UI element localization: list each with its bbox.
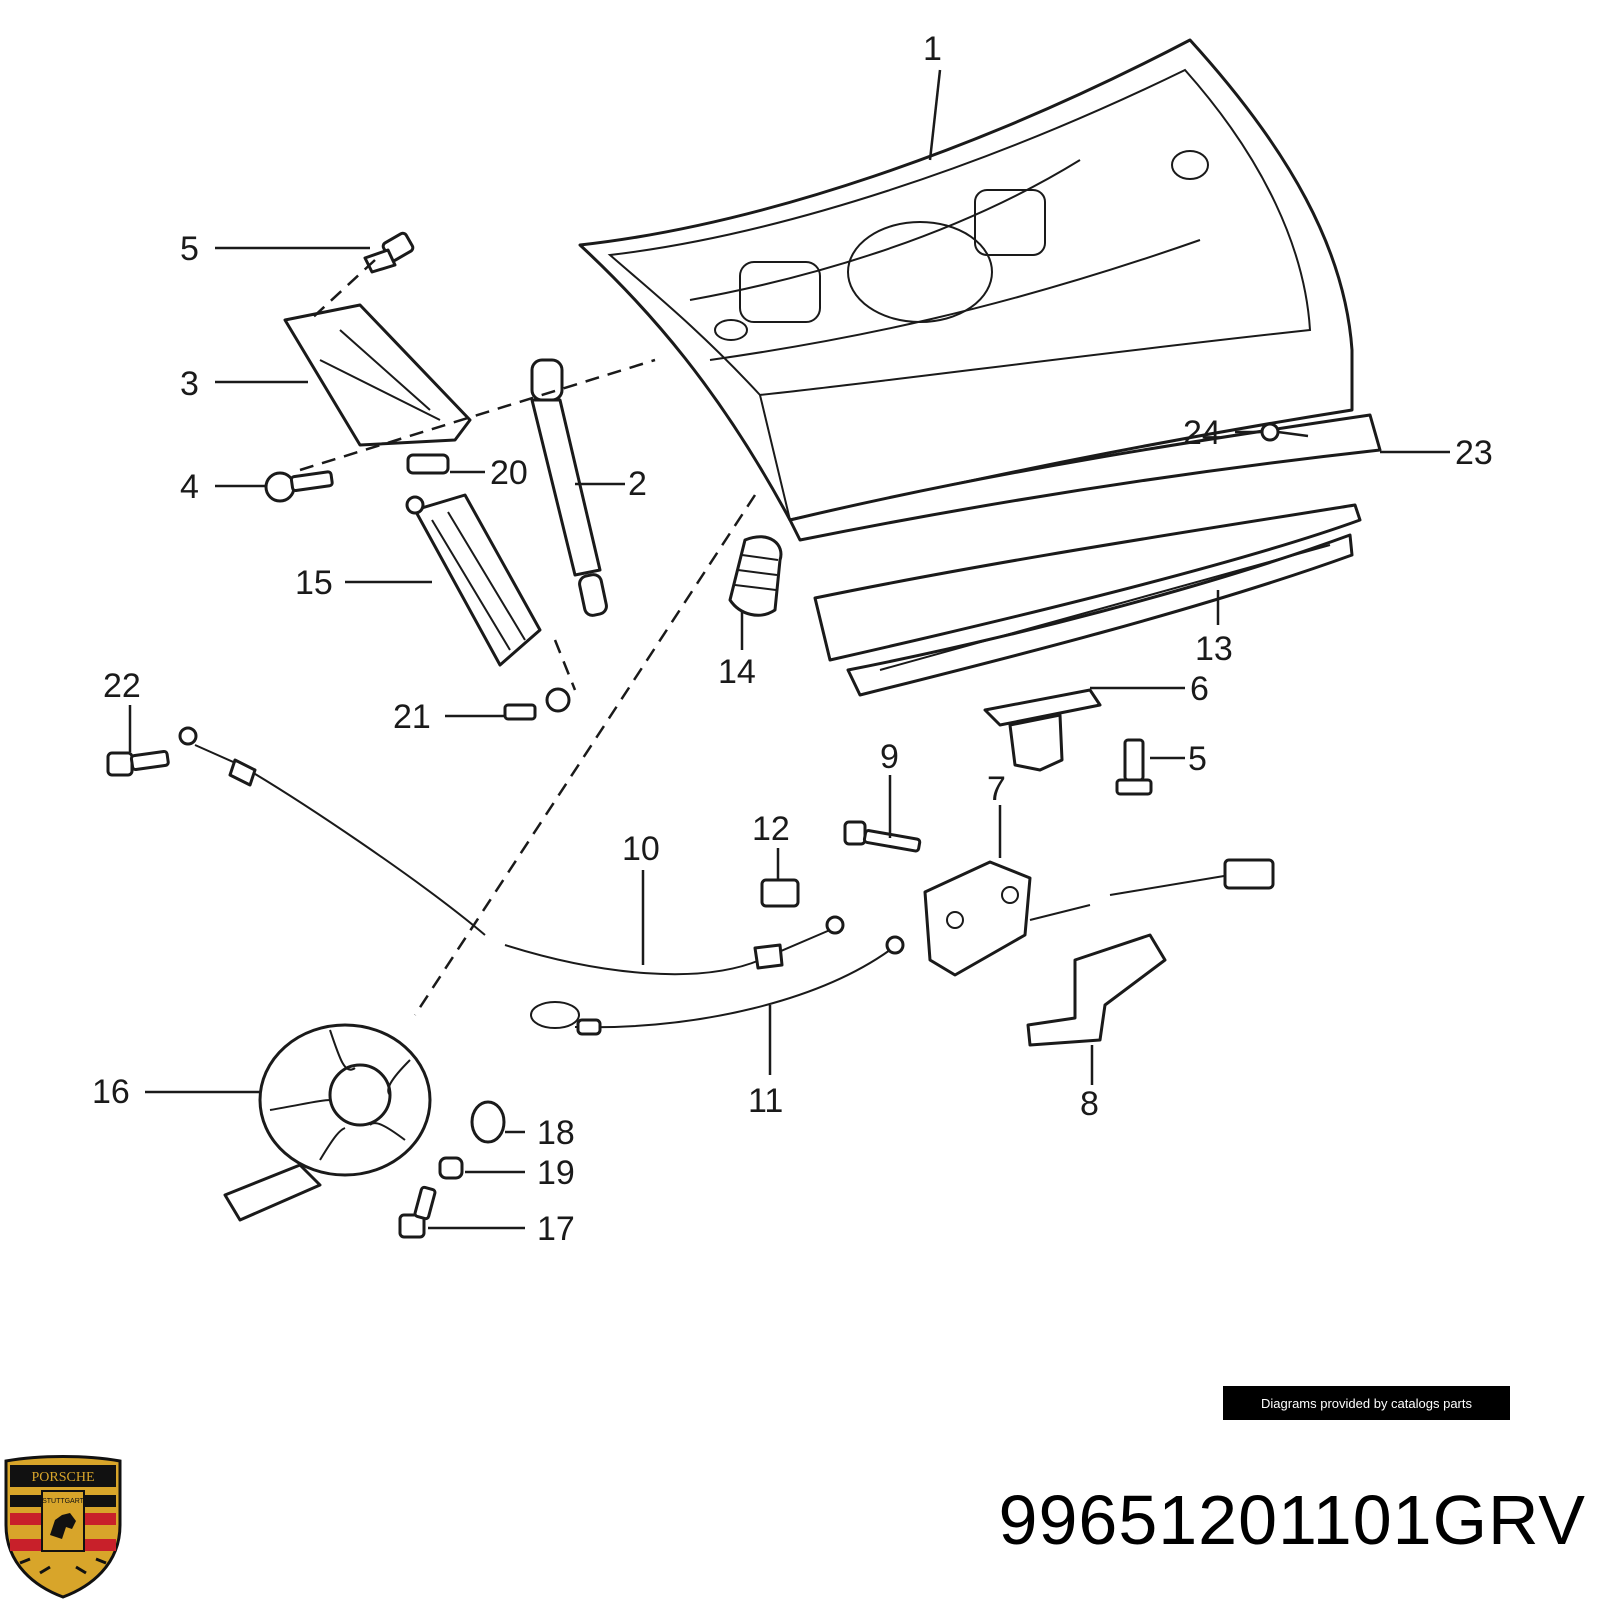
callout-10-label: 10 <box>622 830 660 868</box>
callout-21: 21 <box>393 698 505 736</box>
callout-4-label: 4 <box>180 468 199 506</box>
callout-11: 11 <box>748 1005 783 1120</box>
callout-24: 24 <box>1183 414 1309 452</box>
callout-5-right-label: 5 <box>1188 740 1207 778</box>
callout-5-right: 5 <box>1150 740 1207 778</box>
callout-20-label: 20 <box>490 454 528 492</box>
callout-22-label: 22 <box>103 667 141 705</box>
callout-13-label: 13 <box>1195 630 1233 668</box>
callout-5-top: 5 <box>180 230 370 268</box>
callout-16: 16 <box>92 1073 260 1111</box>
fan-part <box>223 1023 432 1222</box>
hinge-bracket-part <box>283 303 472 447</box>
callout-12-label: 12 <box>752 810 790 848</box>
callout-9: 9 <box>880 738 899 838</box>
credit-badge: Diagrams provided by catalogs parts <box>1223 1386 1510 1420</box>
latch-bracket-part <box>1026 933 1167 1047</box>
callout-17: 17 <box>428 1210 575 1248</box>
callout-4: 4 <box>180 468 266 506</box>
callout-10: 10 <box>622 830 660 965</box>
callout-15-label: 15 <box>295 564 333 602</box>
callout-18-label: 18 <box>537 1114 575 1152</box>
callout-9-label: 9 <box>880 738 899 776</box>
callout-14: 14 <box>718 610 756 691</box>
callout-6: 6 <box>1090 670 1209 708</box>
callout-15: 15 <box>295 564 432 602</box>
callout-17-label: 17 <box>537 1210 575 1248</box>
callout-1: 1 <box>923 30 942 161</box>
callout-19: 19 <box>465 1154 575 1192</box>
callout-3: 3 <box>180 365 308 403</box>
callout-5-top-label: 5 <box>180 230 199 268</box>
logo-middle-text: STUTTGART <box>42 1498 85 1505</box>
callout-18: 18 <box>505 1114 575 1152</box>
bolt-part-22 <box>106 749 170 777</box>
callout-6-label: 6 <box>1190 670 1209 708</box>
bolt-part-top <box>363 231 415 274</box>
callout-7: 7 <box>987 770 1006 858</box>
release-cable-part <box>178 726 845 976</box>
callout-23-label: 23 <box>1455 434 1493 472</box>
callout-13: 13 <box>1195 590 1233 668</box>
bolt-part-9 <box>843 820 922 853</box>
clip-part <box>406 453 450 475</box>
callout-19-label: 19 <box>537 1154 575 1192</box>
callout-24-label: 24 <box>1183 414 1221 452</box>
bellows-part <box>728 535 783 617</box>
callout-14-label: 14 <box>718 653 756 691</box>
callout-11-label: 11 <box>748 1082 783 1120</box>
bolt-part-left <box>264 470 334 503</box>
callout-23: 23 <box>1380 434 1493 472</box>
part-number: 99651201101GRV <box>998 1481 1586 1559</box>
hood-lid-part <box>578 38 1354 522</box>
callout-20: 20 <box>450 454 528 492</box>
fan-fasteners <box>398 1100 506 1239</box>
latch-part <box>923 858 1275 977</box>
callout-22: 22 <box>103 667 141 752</box>
trim-strip-part <box>788 413 1382 542</box>
callout-3-label: 3 <box>180 365 199 403</box>
porsche-crest-logo: PORSCHE STUTTGART <box>4 1455 122 1599</box>
callout-16-label: 16 <box>92 1073 130 1111</box>
moulding-strip-part <box>813 503 1362 697</box>
callout-21-label: 21 <box>393 698 431 736</box>
bolt-part-right <box>1115 738 1153 796</box>
secondary-cable-part <box>530 935 905 1036</box>
callout-7-label: 7 <box>987 770 1006 808</box>
cable-clip-part <box>760 878 800 908</box>
callout-12: 12 <box>752 810 790 880</box>
bolt-part-21 <box>503 687 571 721</box>
callout-2: 2 <box>575 465 647 503</box>
callout-1-label: 1 <box>923 30 942 68</box>
callout-2-label: 2 <box>628 465 647 503</box>
assembly-lines <box>299 259 757 1016</box>
callout-8-label: 8 <box>1080 1085 1099 1123</box>
callout-8: 8 <box>1080 1045 1099 1123</box>
striker-plate-part <box>983 688 1102 772</box>
logo-top-text: PORSCHE <box>31 1470 94 1485</box>
hinge-part <box>405 493 542 667</box>
gas-strut-part <box>530 358 608 617</box>
